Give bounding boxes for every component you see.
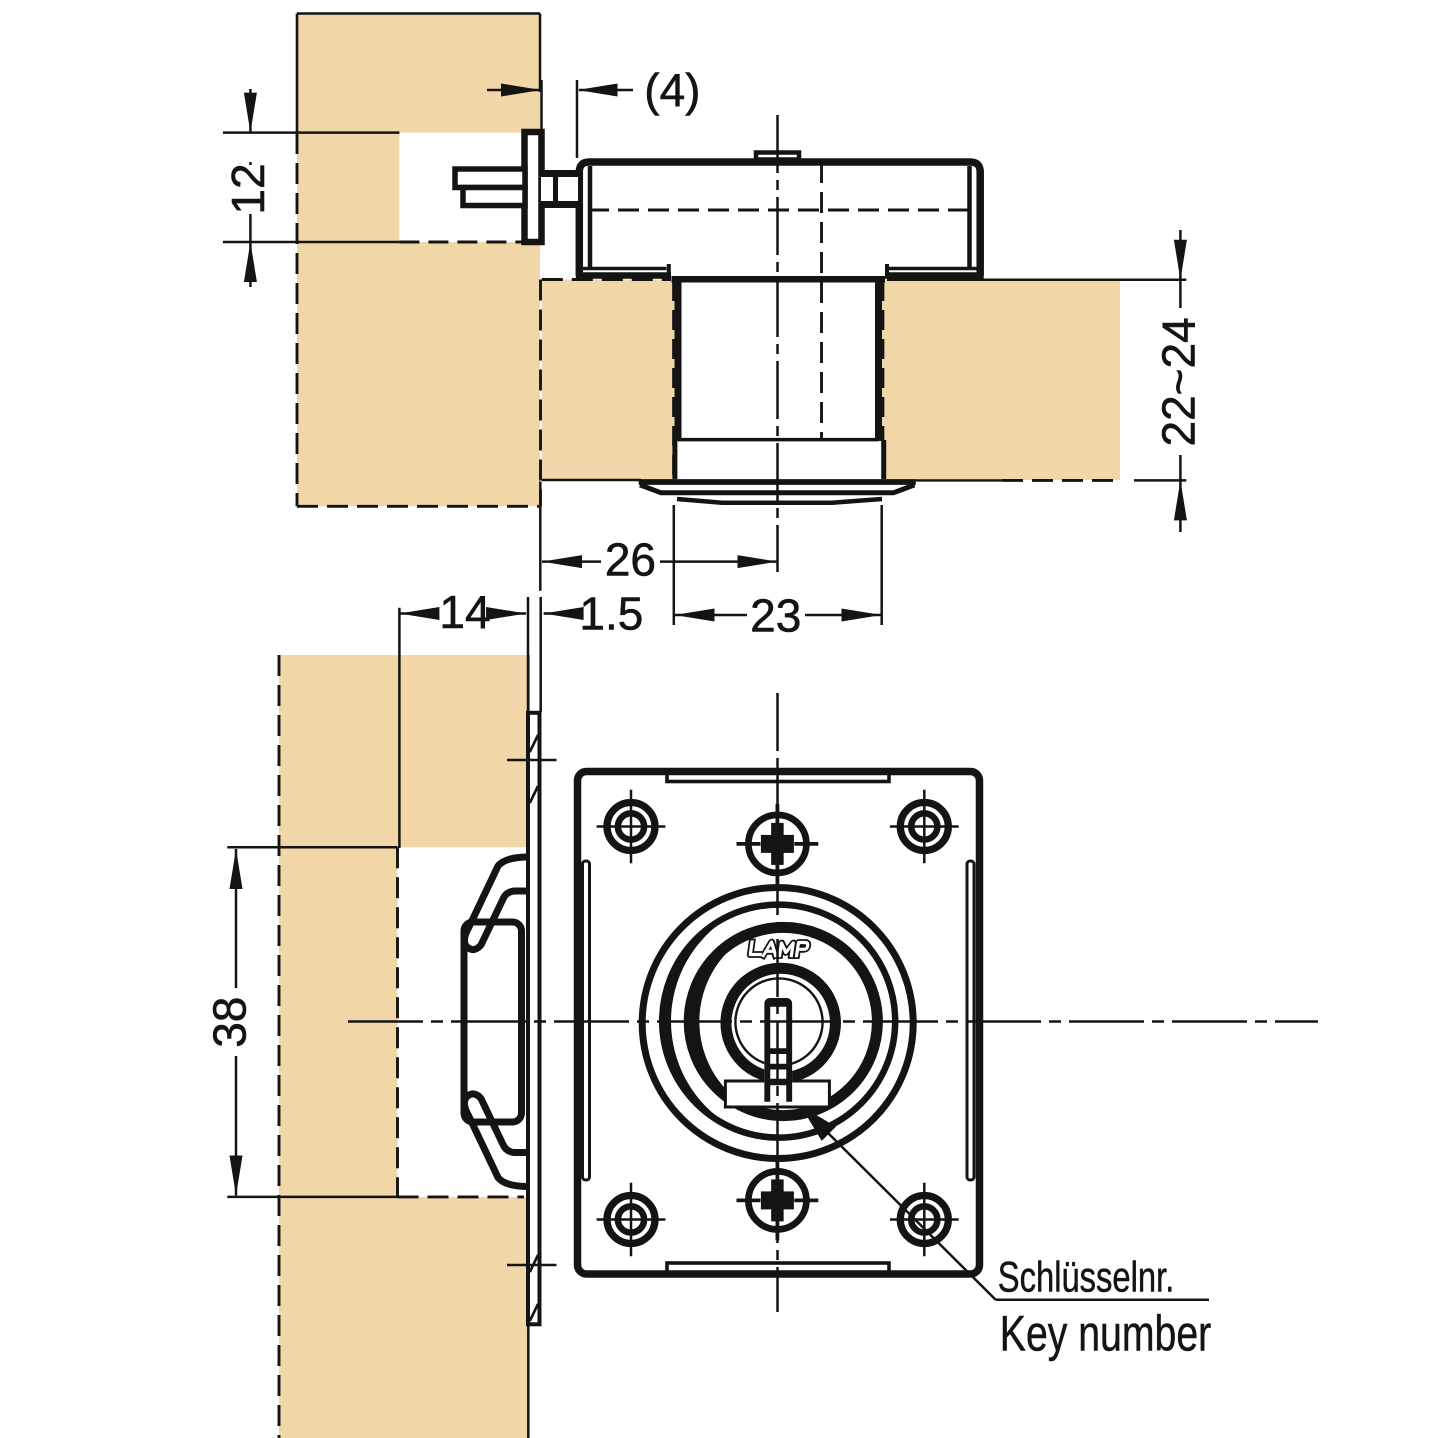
svg-text:22~24: 22~24	[1152, 317, 1204, 446]
svg-text:(4): (4)	[644, 64, 700, 116]
svg-text:23: 23	[750, 589, 801, 641]
svg-text:12: 12	[222, 163, 274, 214]
svg-text:1.5: 1.5	[579, 588, 643, 640]
svg-text:14: 14	[439, 586, 490, 638]
svg-text:Schlüsselnr.: Schlüsselnr.	[998, 1254, 1175, 1302]
svg-text:Key number: Key number	[1000, 1304, 1211, 1361]
svg-text:26: 26	[605, 534, 656, 586]
svg-text:38: 38	[204, 997, 256, 1048]
